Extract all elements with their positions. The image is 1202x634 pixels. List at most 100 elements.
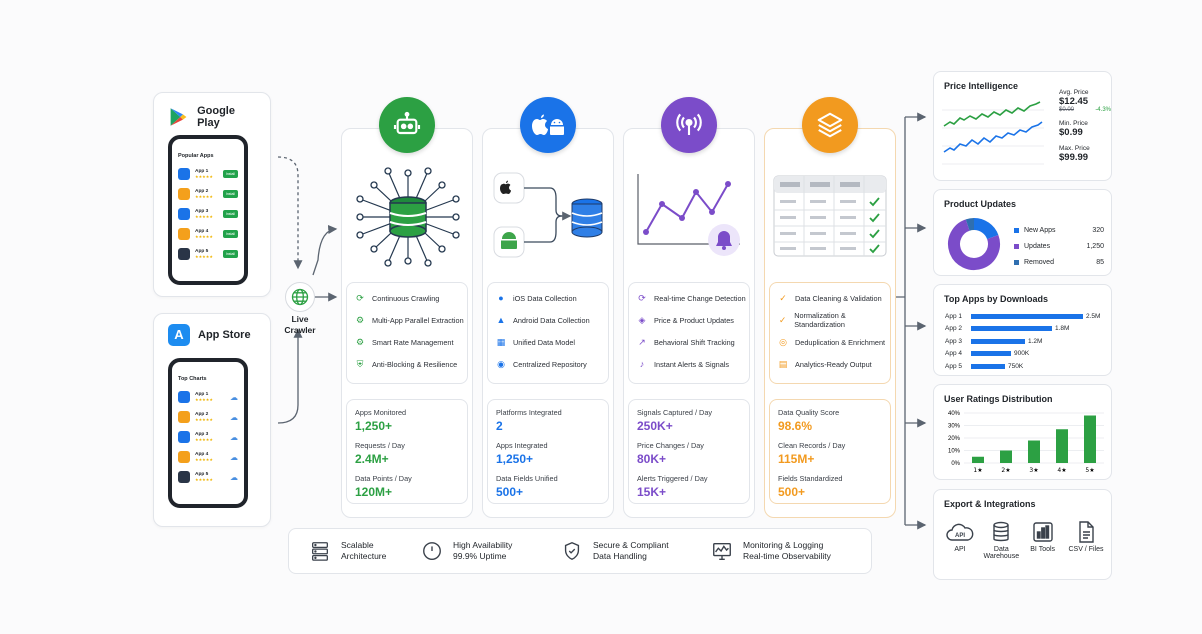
sync-icon: ⟳ bbox=[356, 293, 364, 303]
bell-icon: ♪ bbox=[639, 359, 645, 369]
install-button[interactable]: Install bbox=[222, 250, 238, 258]
app-icon bbox=[178, 228, 190, 240]
star-rating: ★★★★★ bbox=[195, 397, 213, 402]
bb-line1: Scalable bbox=[341, 540, 374, 550]
app-icon bbox=[178, 451, 190, 463]
x-tick-label: 1★ bbox=[973, 467, 982, 474]
bb-line1: Monitoring & Logging bbox=[743, 540, 824, 550]
download-cloud-icon[interactable]: ☁ bbox=[230, 392, 238, 402]
clean-icon: ✓ bbox=[779, 293, 787, 303]
export-data-warehouse[interactable]: Data Warehouse bbox=[981, 520, 1021, 560]
stat-label: Price Changes / Day bbox=[637, 441, 704, 450]
app-name: App 2 bbox=[195, 412, 209, 417]
stat-label: Data Quality Score bbox=[778, 408, 840, 417]
legend-swatch bbox=[1014, 227, 1019, 233]
crawler-line1: Live bbox=[291, 314, 309, 324]
donut-slice-updates bbox=[948, 219, 1000, 270]
install-button[interactable]: Install bbox=[222, 210, 238, 218]
stat-value: 1,250+ bbox=[355, 419, 393, 433]
bar-category-label: App 5 bbox=[945, 362, 962, 370]
shield-icon: ⛨ bbox=[356, 359, 364, 369]
avg-price-label: Avg. Price bbox=[1059, 89, 1089, 96]
app-list-item[interactable]: App 3★★★★★ ☁ bbox=[172, 427, 244, 447]
app-list-item[interactable]: App 1★★★★★ ☁ bbox=[172, 387, 244, 407]
star-rating: ★★★★★ bbox=[195, 174, 213, 179]
feature-label: Normalization & Standardization bbox=[794, 311, 846, 329]
app-name: App 1 bbox=[195, 392, 209, 397]
export-label: BI Tools bbox=[1030, 546, 1056, 553]
app-list-item[interactable]: App 2★★★★★☁ bbox=[172, 407, 244, 427]
feature-item: ▦Unified Data Model bbox=[488, 331, 608, 353]
bb-line1: Secure & Compliant bbox=[593, 540, 669, 550]
app-list-item[interactable]: App 1★★★★★Install bbox=[172, 164, 244, 184]
feature-item: ↗Behavioral Shift Tracking bbox=[629, 331, 749, 353]
stat-value: 250K+ bbox=[637, 419, 673, 433]
app-list-item[interactable]: App 4★★★★★ ☁ bbox=[172, 447, 244, 467]
app-list-item[interactable]: App 5★★★★★ ☁ bbox=[172, 467, 244, 487]
bb-line2: Data Handling bbox=[593, 551, 647, 561]
app-text: App 3★★★★★ bbox=[195, 432, 213, 442]
feature-item: ▲Android Data Collection bbox=[488, 309, 608, 331]
export-label-2: Warehouse bbox=[983, 553, 1020, 560]
download-cloud-icon[interactable]: ☁ bbox=[230, 452, 238, 462]
feature-item: ⚙Multi-App Parallel Extraction bbox=[347, 309, 467, 331]
feature-label: Unified Data Model bbox=[513, 337, 576, 347]
bar-category-label: App 2 bbox=[945, 325, 962, 333]
app-list-item[interactable]: App 5★★★★★Install bbox=[172, 244, 244, 264]
install-button[interactable]: Install bbox=[222, 190, 238, 198]
install-button[interactable]: Install bbox=[222, 170, 238, 178]
layers-icon bbox=[802, 97, 858, 153]
app-text: App 1★★★★★ bbox=[195, 392, 213, 402]
stat-label: Data Points / Day bbox=[355, 474, 412, 483]
app-icon bbox=[178, 188, 190, 200]
min-price-label: Min. Price bbox=[1059, 120, 1088, 127]
apple-icon: ● bbox=[498, 293, 504, 303]
feature-label: Smart Rate Management bbox=[372, 337, 454, 347]
feature-label: Centralized Repository bbox=[513, 359, 587, 369]
donut-slice-removed bbox=[965, 218, 975, 231]
shield-check-icon bbox=[564, 542, 580, 560]
download-cloud-icon[interactable]: ☁ bbox=[230, 432, 238, 442]
feature-item: ▤Analytics-Ready Output bbox=[770, 353, 890, 375]
platform-merge-illustration bbox=[493, 172, 603, 258]
stat-label: Fields Standardized bbox=[778, 474, 843, 483]
ratings-bar-chart: 0%10%20%30%40%1★2★3★4★5★ bbox=[948, 411, 1104, 474]
live-crawler-label: Live Crawler bbox=[278, 314, 322, 336]
legend-swatch bbox=[1014, 259, 1019, 265]
app-list-item[interactable]: App 2★★★★★Install bbox=[172, 184, 244, 204]
stat-label: Signals Captured / Day bbox=[637, 408, 713, 417]
bar-value-label: 750K bbox=[1008, 362, 1024, 370]
export-title: Export & Integrations bbox=[944, 499, 1036, 509]
bar bbox=[971, 351, 1011, 357]
app-list-item[interactable]: App 4★★★★★Install bbox=[172, 224, 244, 244]
app-text: App 3★★★★★ bbox=[195, 209, 213, 219]
api-badge: API bbox=[955, 533, 965, 539]
download-cloud-icon[interactable]: ☁ bbox=[230, 472, 238, 482]
crawler-line2: Crawler bbox=[284, 325, 316, 335]
install-button[interactable]: Install bbox=[222, 230, 238, 238]
robot-icon bbox=[379, 97, 435, 153]
download-cloud-icon[interactable]: ☁ bbox=[230, 412, 238, 422]
bb-line2: 99.9% Uptime bbox=[453, 551, 507, 561]
rating-bar bbox=[972, 456, 984, 463]
app-icon bbox=[178, 168, 190, 180]
feature-item: ◎Deduplication & Enrichment bbox=[770, 331, 890, 353]
app-icon bbox=[178, 248, 190, 260]
export-csv-files[interactable]: CSV / Files bbox=[1064, 520, 1108, 560]
export-bi-tools[interactable]: BI Tools bbox=[1023, 520, 1063, 560]
app-text: App 5★★★★★ bbox=[195, 472, 213, 482]
min-price-value: $0.99 bbox=[1059, 127, 1083, 138]
rating-bar bbox=[1056, 429, 1068, 463]
feature-label: Deduplication & Enrichment bbox=[795, 337, 886, 347]
app-list-item[interactable]: App 3★★★★★ Install bbox=[172, 204, 244, 224]
app-text: App 4★★★★★ bbox=[195, 452, 213, 462]
rating-bar bbox=[1000, 450, 1012, 463]
star-rating: ★★★★★ bbox=[195, 254, 213, 259]
export-api[interactable]: API API bbox=[940, 520, 980, 560]
app-store-icon: A bbox=[168, 324, 190, 346]
